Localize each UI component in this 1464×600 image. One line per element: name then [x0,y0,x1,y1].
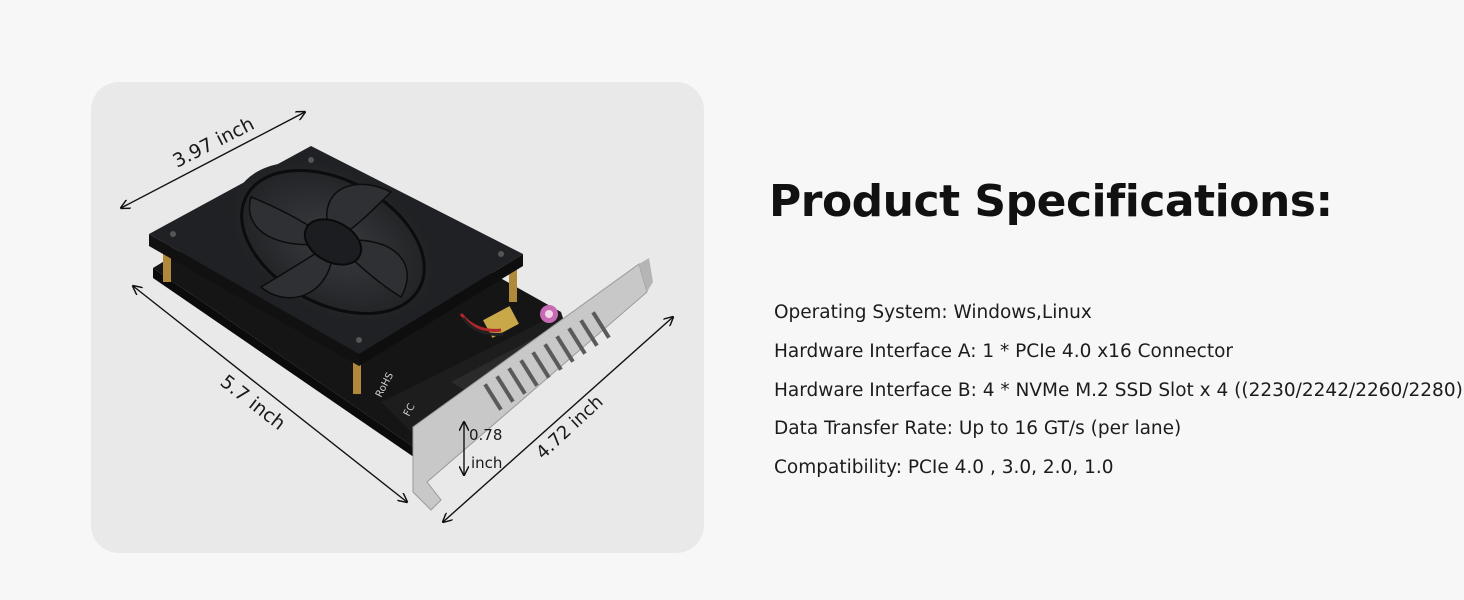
spec-transfer-rate: Data Transfer Rate: Up to 16 GT/s (per l… [774,418,1182,440]
spec-title: Product Specifications: [769,176,1333,227]
width-dimension-label: 3.97 inch [169,113,258,173]
height-unit-label: inch [471,454,502,472]
spec-list: Operating System: Windows,Linux Hardware… [774,298,1463,492]
bracket-length-label: 4.72 inch [532,391,607,463]
dimension-lines [121,112,673,522]
height-value-label: 0.78 [469,426,502,444]
spec-operating-system: Operating System: Windows,Linux [774,302,1092,323]
pcie-card-illustration: RoHS FC [91,82,704,553]
product-photo-panel: RoHS FC [91,82,704,553]
spec-interface-b: Hardware Interface B: 4 * NVMe M.2 SSD S… [774,379,1463,401]
spec-interface-a: Hardware Interface A: 1 * PCIe 4.0 x16 C… [774,340,1234,362]
spec-compatibility: Compatibility: PCIe 4.0 , 3.0, 2.0, 1.0 [774,457,1114,479]
